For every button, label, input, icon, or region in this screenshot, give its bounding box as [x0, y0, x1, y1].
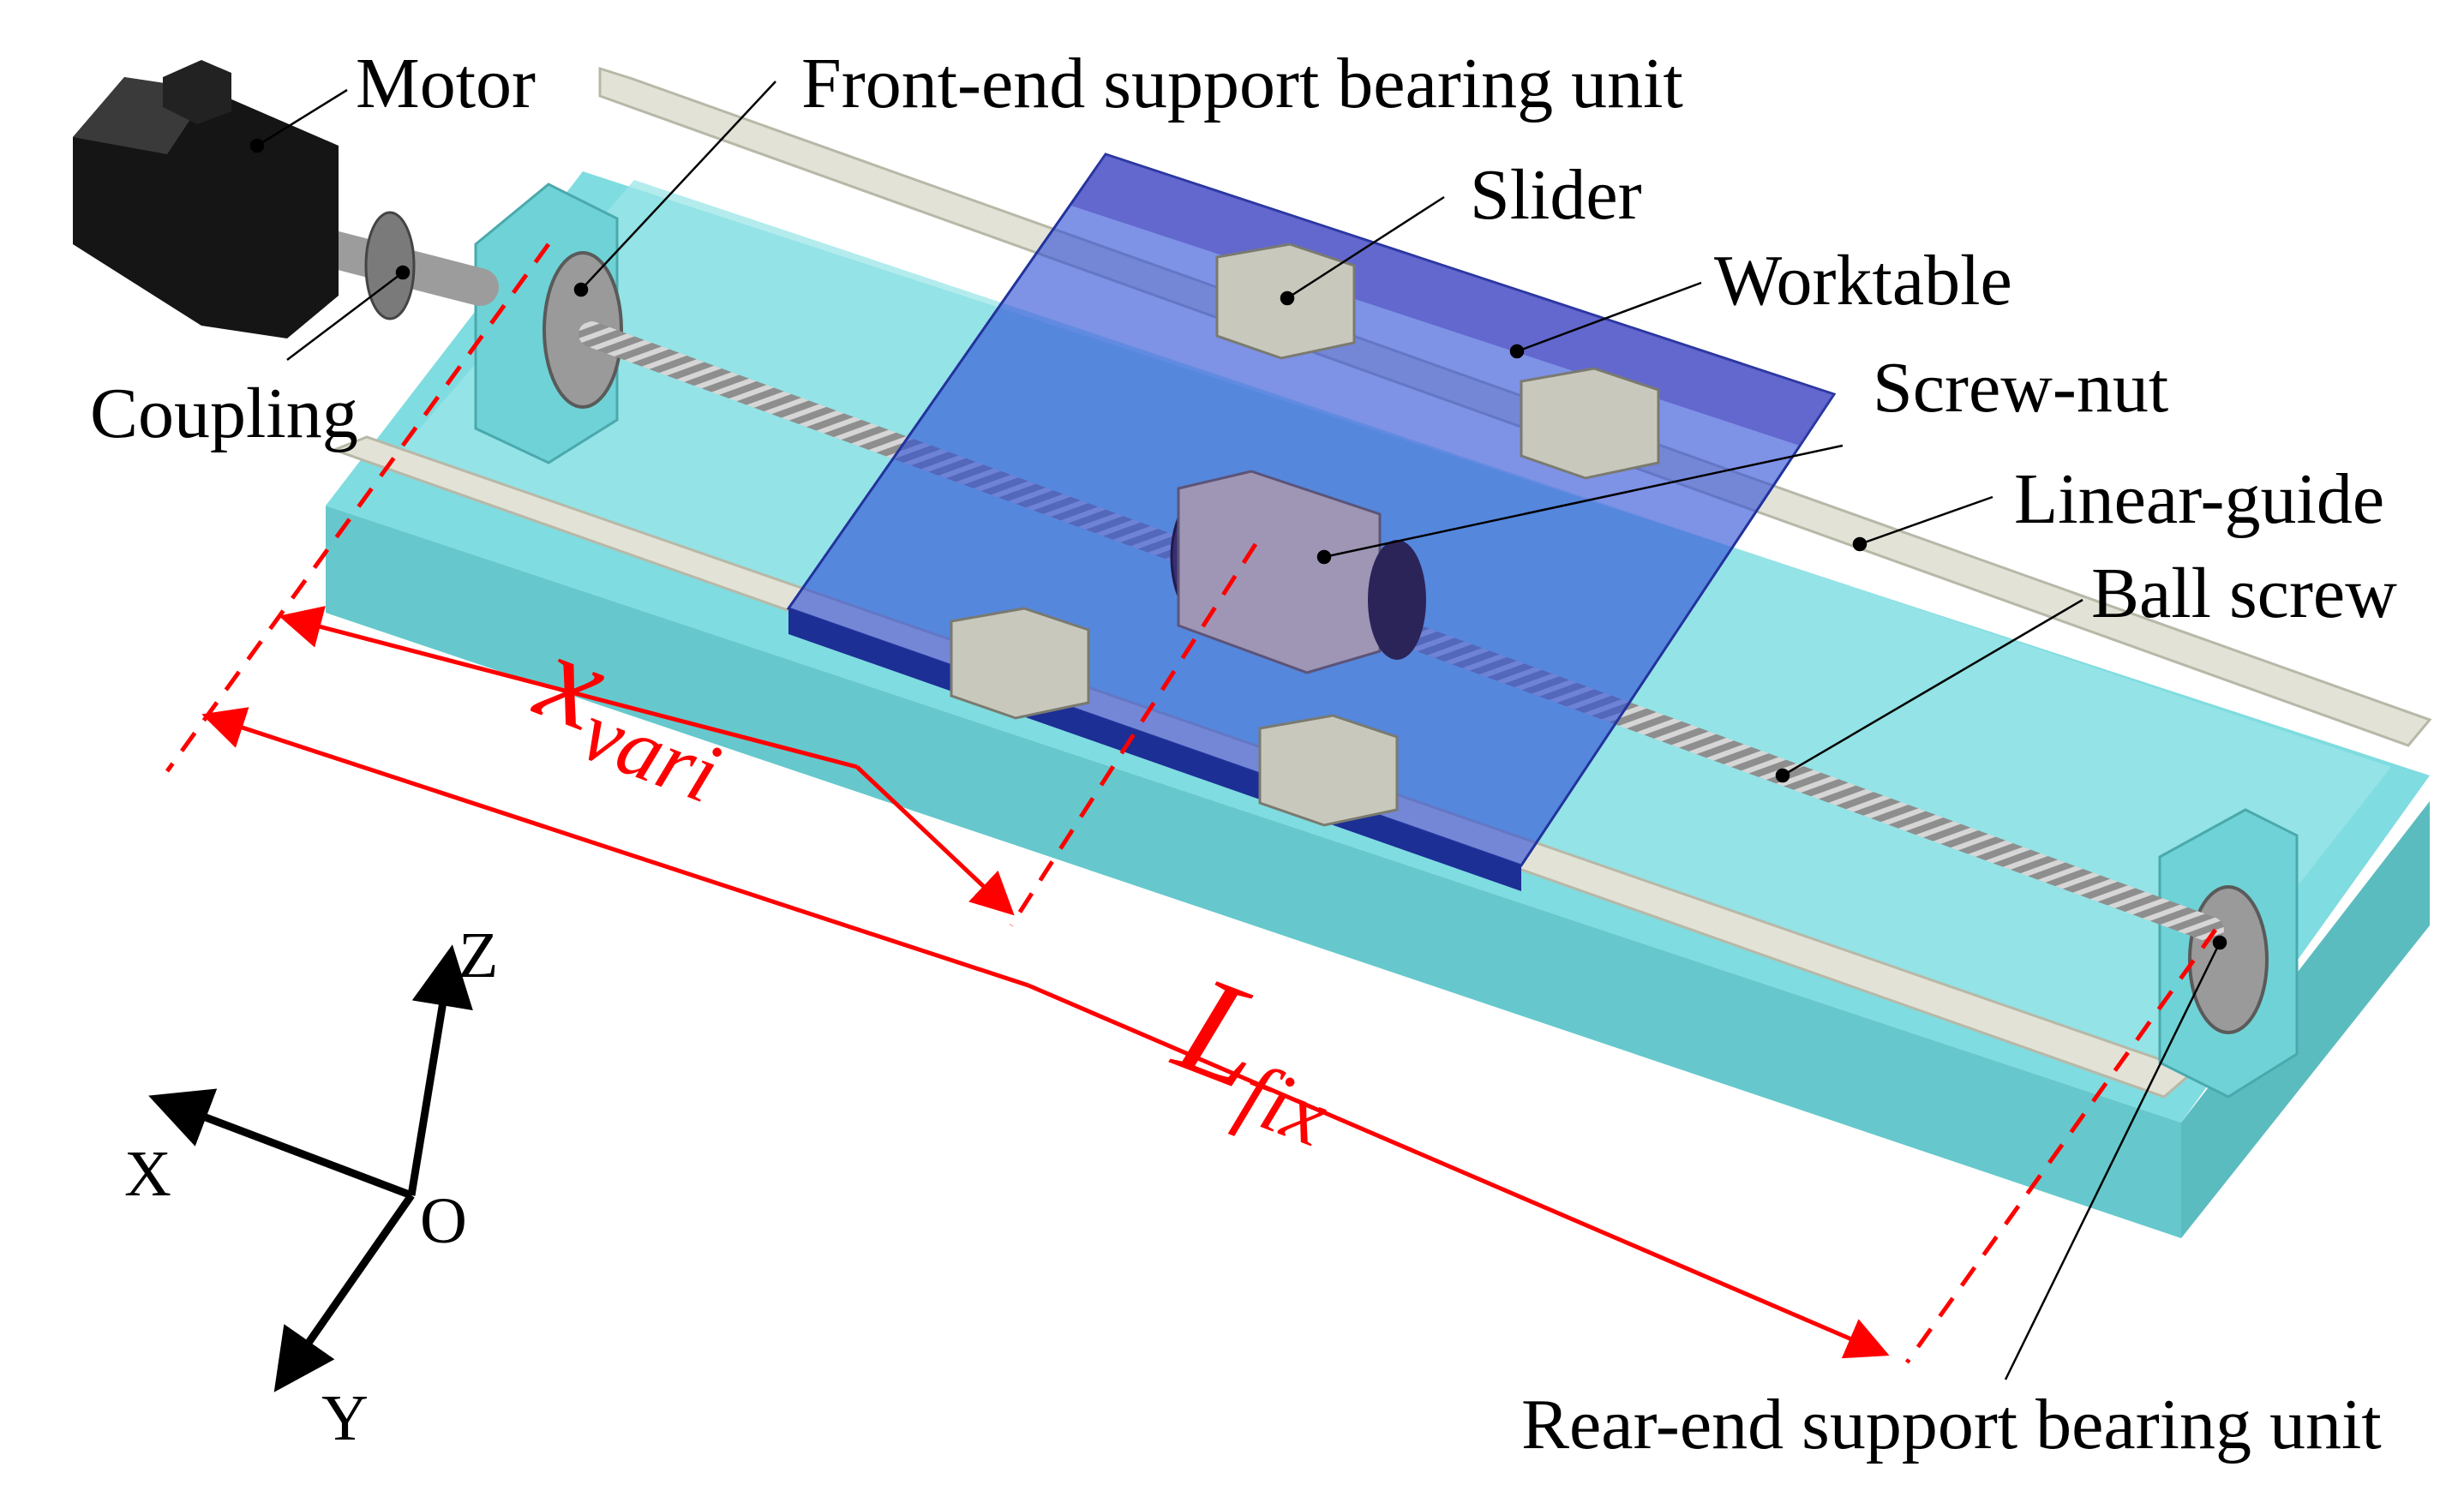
worktable-back-stripe: [1071, 154, 1834, 446]
leader-screw-nut: [1323, 444, 1844, 559]
leader-front-bearing-dot: [573, 282, 589, 297]
leader-motor: [256, 88, 348, 147]
axis-y-label: Y: [321, 1382, 369, 1454]
leader-screw-nut-dot: [1316, 549, 1332, 565]
base-right-face: [2181, 801, 2430, 1238]
motor-part: [73, 60, 339, 338]
motor-connector: [163, 60, 231, 124]
axis-y-arrow: [273, 1193, 415, 1392]
leader-ball-screw-dot: [1775, 768, 1790, 783]
label-screw-nut: Screw-nut: [1873, 348, 2168, 428]
slider-front-right: [1258, 714, 1399, 827]
coordinate-system: Z X O Y: [124, 919, 498, 1454]
label-rear-bearing: Rear-end support bearing unit: [1521, 1385, 2382, 1464]
dim-l-fix-arrow: [201, 707, 1029, 988]
label-linear-guide: Linear-guide: [2014, 459, 2384, 539]
rear-end-support-bearing: [2158, 808, 2299, 1099]
leader-worktable-dot: [1509, 344, 1525, 359]
coupling-hub: [364, 211, 416, 320]
label-front-bearing: Front-end support bearing unit: [801, 44, 1683, 123]
component-labels: Motor Front-end support bearing unit Sli…: [90, 44, 2397, 1464]
leader-linear-guide-dot: [1852, 536, 1867, 552]
axis-z-label: Z: [459, 919, 498, 991]
axis-origin-label: O: [420, 1185, 467, 1257]
dim-ext-right: [1904, 928, 2218, 1364]
coupling-part: [311, 211, 499, 320]
dim-x-vari-arrow-end: [855, 765, 1015, 916]
screw-nut-end: [1368, 540, 1426, 660]
leader-ball-screw: [1782, 598, 2083, 777]
dim-l-fix-label: Lfix: [1152, 944, 1369, 1165]
leader-rear-bearing: [2004, 942, 2221, 1380]
leader-worktable: [1516, 281, 1702, 353]
dim-x-vari-arrow: [279, 606, 858, 769]
rear-bearing-flange: [2188, 885, 2269, 1034]
leader-slider-dot: [1280, 290, 1295, 306]
axis-z-arrow: [407, 944, 473, 1196]
label-coupling: Coupling: [90, 374, 358, 453]
base-front-face: [326, 506, 2181, 1238]
leader-motor-dot: [249, 138, 265, 153]
slider-front-left: [950, 607, 1090, 720]
front-end-support-bearing: [474, 183, 623, 464]
screw-nut-assembly: [1170, 470, 1426, 674]
label-slider: Slider: [1470, 155, 1642, 235]
dim-ext-nut: [1009, 542, 1258, 927]
leader-rear-bearing-dot: [2212, 935, 2227, 950]
leader-slider: [1286, 195, 1445, 300]
screw-nut-body: [1177, 470, 1382, 674]
dim-l-fix-arrow-end: [1028, 983, 1890, 1359]
label-ball-screw: Ball screw: [2091, 554, 2397, 633]
leader-coupling-dot: [395, 265, 411, 280]
sliders: [950, 243, 1660, 827]
slider-back-right: [1520, 367, 1660, 480]
leader-coupling: [286, 272, 404, 361]
axis-x-arrow: [148, 1088, 413, 1200]
dim-ext-left: [165, 243, 551, 773]
label-worktable: Worktable: [1714, 241, 2012, 320]
axis-x-label: X: [124, 1138, 171, 1210]
leader-lines: [249, 81, 2227, 1380]
label-motor: Motor: [356, 44, 536, 123]
leader-front-bearing: [580, 81, 776, 290]
leader-linear-guide: [1859, 495, 1993, 546]
